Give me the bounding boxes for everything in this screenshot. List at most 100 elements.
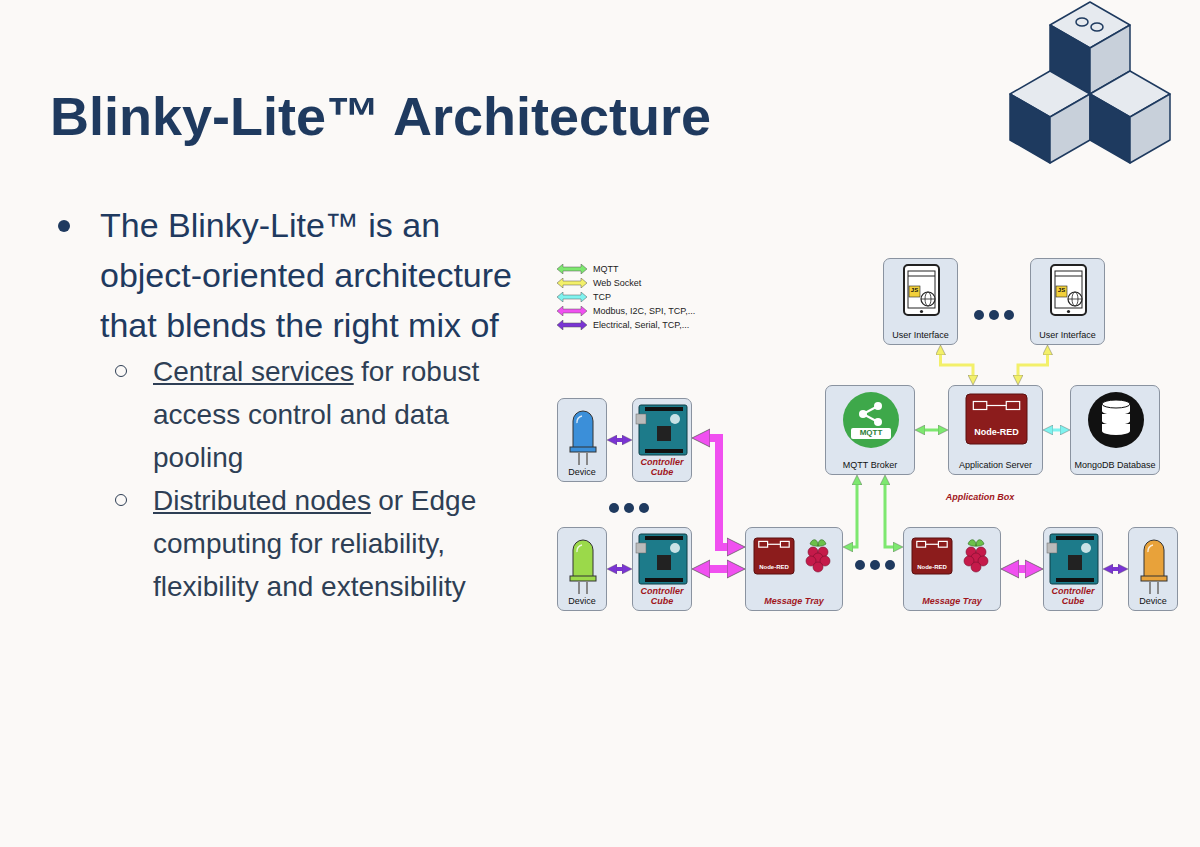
share-dot <box>859 410 867 418</box>
legend-text: MQTT <box>593 264 619 274</box>
slide-title: Blinky-Lite™ Architecture <box>50 84 711 149</box>
led-leg <box>1149 581 1151 594</box>
flow-node <box>759 541 768 547</box>
led-leg <box>586 581 588 594</box>
database-logo <box>1088 392 1144 448</box>
node-label: MongoDB Database <box>1074 460 1155 470</box>
cube-face <box>1010 94 1050 163</box>
cloud-outline <box>787 370 1178 509</box>
cube-face <box>1090 71 1170 117</box>
sub-bullet-text: Distributed nodesor Edge computing for r… <box>153 479 503 608</box>
board-logo <box>670 543 680 553</box>
arduino-board <box>639 405 687 455</box>
icon-text: JS <box>1056 287 1067 294</box>
legend-row: Electrical, Serial, TCP,... <box>557 318 695 332</box>
usb-port <box>636 543 646 553</box>
legend-swatch <box>557 292 587 302</box>
led-leg <box>1157 581 1159 594</box>
led-leg <box>586 452 588 465</box>
flow-node <box>1006 402 1019 410</box>
globe <box>1068 292 1082 306</box>
icon-text: Node-RED <box>754 564 794 571</box>
database-disk <box>1102 414 1130 425</box>
underlined-term: Distributed nodes <box>153 485 371 516</box>
board-logo <box>670 414 680 424</box>
node-label: User Interface <box>1039 330 1096 340</box>
legend: MQTT Web SocketTCP Modbus, I2C, SPI, TCP,.… <box>557 262 695 332</box>
legend-text: Electrical, Serial, TCP,... <box>593 320 689 330</box>
connector-arrow <box>710 565 727 573</box>
connector-arrow <box>1019 565 1025 573</box>
controller-box: Controller Cube <box>632 398 692 482</box>
connector-arrow <box>1053 429 1060 432</box>
legend-row: Web Socket <box>557 276 695 290</box>
led-dome <box>1144 540 1164 578</box>
node-label: Device <box>568 596 596 606</box>
mqtt-band <box>851 428 891 439</box>
bullet-list: The Blinky-Lite™ is an object-oriented a… <box>58 200 528 608</box>
sub-bullet-text: Central servicesfor robust access contro… <box>153 350 503 479</box>
node-red-logo <box>912 538 952 574</box>
ellipsis-dot <box>1004 310 1014 320</box>
url-bar <box>1055 276 1082 277</box>
flow-node <box>973 402 986 410</box>
js-badge <box>909 286 920 297</box>
underlined-term: Central services <box>153 356 354 387</box>
node-red-logo <box>966 394 1027 444</box>
raspberry-leaves <box>968 540 984 547</box>
legend-text: Web Socket <box>593 278 641 288</box>
legend-text: TCP <box>593 292 611 302</box>
application-box-cloud: MQTTMQTT BrokerNode-REDApplication Serve… <box>772 360 1188 512</box>
mqtt-logo <box>843 392 899 448</box>
connector-arrow <box>853 485 857 547</box>
sub-bullet: Distributed nodesor Edge computing for r… <box>153 479 528 608</box>
globe-equator <box>1068 299 1082 300</box>
tablet-body <box>1051 265 1086 315</box>
cube-face <box>1090 25 1130 94</box>
ellipsis-dot <box>885 560 895 570</box>
connector-arrow <box>617 567 622 571</box>
tablet-body <box>904 265 939 315</box>
icon-text: Node-RED <box>966 428 1027 438</box>
cube-face <box>1010 71 1090 117</box>
legend-arrow <box>557 278 587 288</box>
node-label: MQTT Broker <box>843 460 897 470</box>
raspberry-leaves <box>810 540 826 547</box>
device-box: Device <box>557 527 607 611</box>
led-dome <box>573 411 593 449</box>
connector-arrow <box>885 485 893 547</box>
node-label: Controller Cube <box>635 586 689 606</box>
cube-face <box>1050 94 1090 163</box>
flow-wire <box>926 544 939 545</box>
legend-row: MQTT <box>557 262 695 276</box>
cube-face <box>1050 2 1130 48</box>
device-box: Device <box>557 398 607 482</box>
flow-node <box>917 541 926 547</box>
legend-swatch <box>557 306 587 316</box>
flow-node <box>780 541 789 547</box>
node-red-logo <box>754 538 794 574</box>
logo-face <box>1091 23 1103 31</box>
legend-swatch <box>557 264 587 274</box>
flow-wire <box>987 405 1007 406</box>
arduino-board <box>639 534 687 584</box>
cube-face <box>1050 25 1090 94</box>
connector-arrow <box>710 438 727 547</box>
js-badge <box>1056 286 1067 297</box>
bullet-text: The Blinky-Lite™ is an object-oriented a… <box>100 200 520 350</box>
legend-row: TCP <box>557 290 695 304</box>
pin-header <box>645 449 683 453</box>
ellipsis-dot <box>870 560 880 570</box>
controller-box: Controller Cube <box>632 527 692 611</box>
node-label: User Interface <box>892 330 949 340</box>
legend-swatch <box>557 320 587 330</box>
legend-text: Modbus, I2C, SPI, TCP,... <box>593 306 695 316</box>
cube-face <box>1090 94 1130 163</box>
bullet-item: The Blinky-Lite™ is an object-oriented a… <box>58 200 528 350</box>
pin-header <box>645 536 683 540</box>
logo-cubes <box>1010 2 1170 163</box>
icon-text: Node-RED <box>912 564 952 571</box>
pin-header <box>645 407 683 411</box>
tablet-screen <box>1055 271 1082 308</box>
legend-arrow <box>557 264 587 274</box>
